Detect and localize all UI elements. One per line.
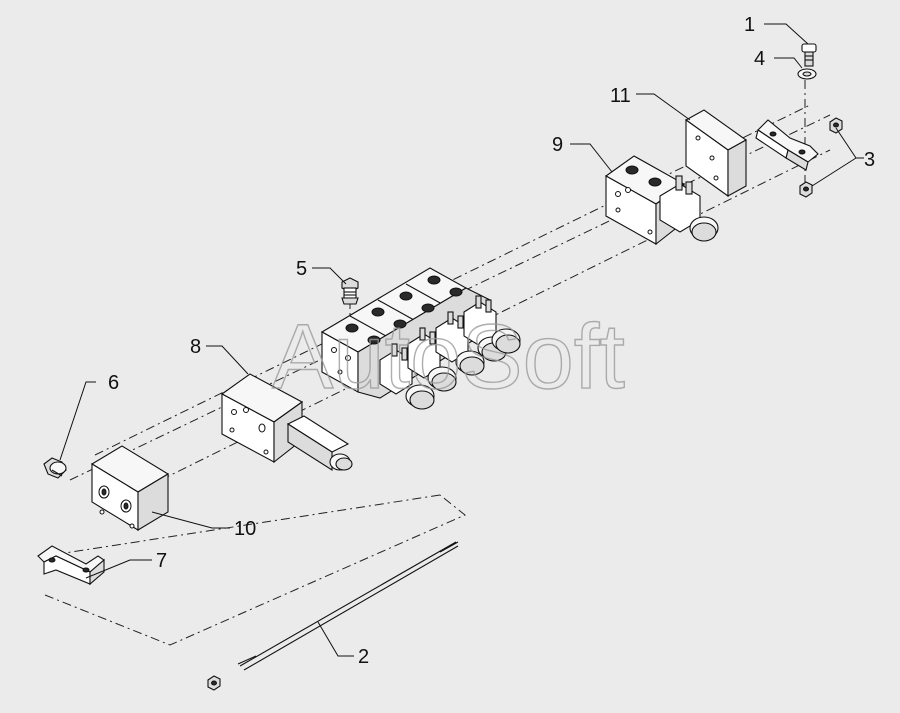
part-7-bracket <box>37 545 105 586</box>
part-2-tie-rod <box>237 541 459 671</box>
part-8-shaft-block <box>220 373 353 472</box>
callout-9: 9 <box>552 134 563 156</box>
part-3-nut-upper <box>829 117 843 134</box>
part-6-fitting <box>43 457 67 479</box>
main-valve-stack <box>320 267 521 410</box>
part-10-front-block <box>90 445 170 531</box>
right-bracket <box>755 119 819 171</box>
part-2-rod-nut <box>207 675 221 691</box>
callout-labels: 1 4 3 11 9 5 8 6 10 7 2 <box>108 14 875 668</box>
callout-10: 10 <box>234 518 256 540</box>
part-3-nut-lower <box>799 181 813 198</box>
callout-6: 6 <box>108 372 119 394</box>
leader-lines <box>59 23 864 657</box>
callout-5: 5 <box>296 258 307 280</box>
callout-4: 4 <box>754 48 765 70</box>
part-1-bolt <box>801 43 817 67</box>
callout-7: 7 <box>156 550 167 572</box>
callout-8: 8 <box>190 336 201 358</box>
callout-2: 2 <box>358 646 369 668</box>
part-9-solenoid-block <box>604 155 719 246</box>
callout-3: 3 <box>864 149 875 171</box>
part-5-fitting <box>341 277 359 305</box>
part-11-end-plate <box>684 109 748 198</box>
watermark-text: AutoSoft <box>272 306 625 408</box>
part-4-washer <box>797 68 817 80</box>
callout-1: 1 <box>744 14 755 36</box>
callout-11: 11 <box>610 85 631 107</box>
